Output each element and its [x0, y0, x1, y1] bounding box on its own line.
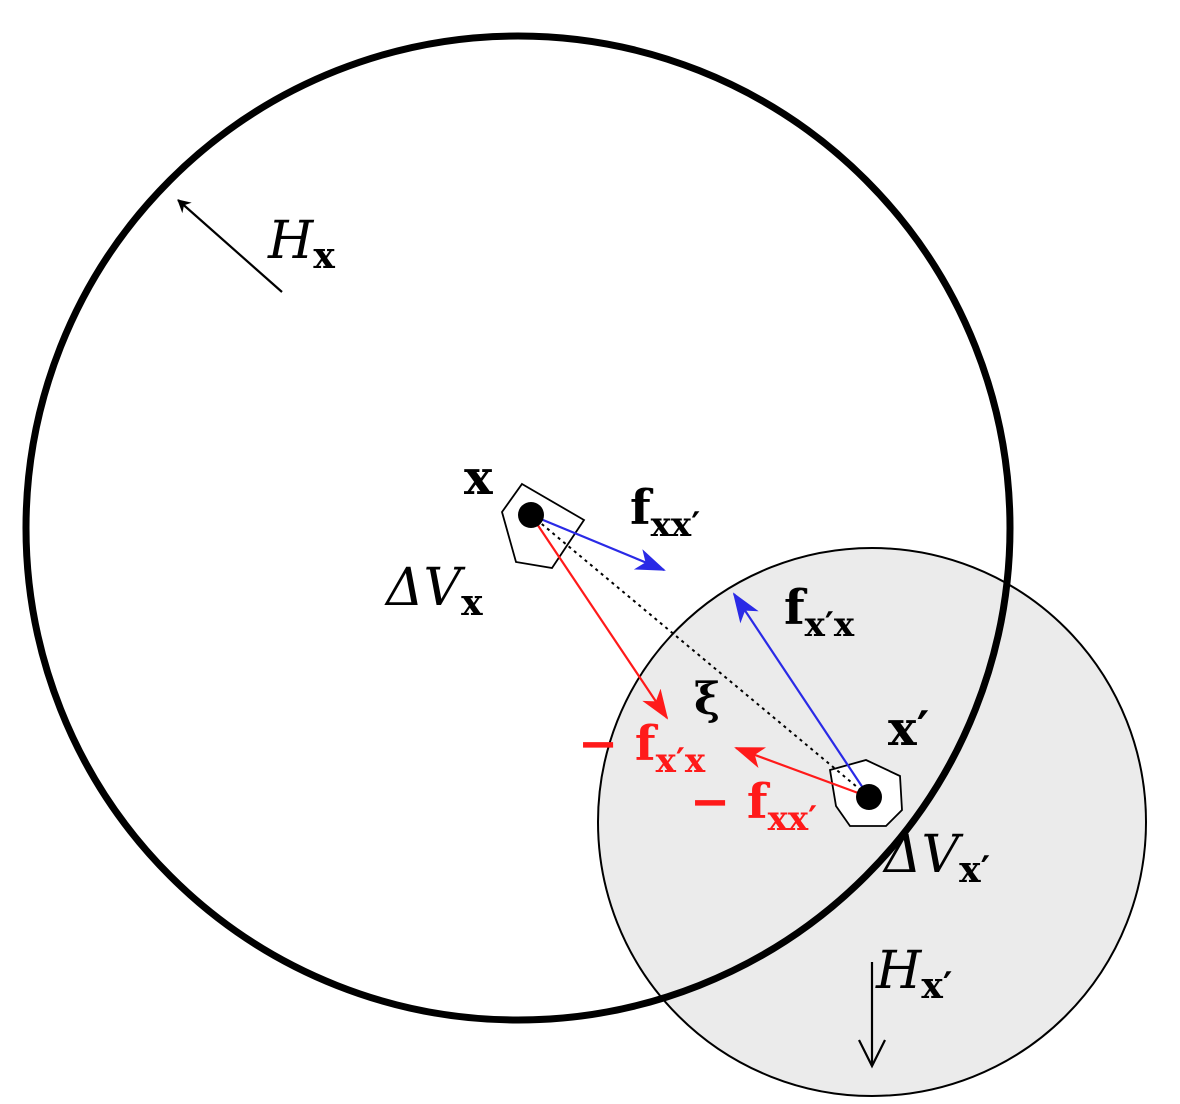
label-point-x: x: [464, 450, 493, 506]
label-horizon-x: Hx: [267, 211, 335, 277]
label-force-f-xpx: fx′x: [784, 580, 855, 645]
force-arrow-neg-f-xxp: [734, 746, 870, 799]
material-point-x: [518, 502, 544, 528]
horizon-radius-arrow-x: [177, 199, 283, 293]
force-arrow-neg-f-xpx: [530, 514, 669, 720]
label-horizon-x-prime: Hx′: [875, 941, 952, 1007]
force-arrow-f-xpx: [732, 592, 870, 798]
label-force-neg-f-xxp: − fxx′: [690, 774, 817, 839]
label-point-x-prime: x′: [888, 701, 929, 757]
material-point-x-prime: [856, 784, 882, 810]
bond-xi-line: [530, 514, 870, 798]
label-bond-xi: ξ: [694, 674, 720, 725]
label-force-f-xxp: fxx′: [630, 480, 700, 545]
label-volume-x-prime: ΔVx′: [882, 825, 990, 891]
horizon-circle-x: [22, 32, 1014, 1024]
force-arrow-f-xxp: [530, 513, 666, 572]
horizon-radius-arrowhead-x-prime: [858, 1039, 886, 1069]
label-force-neg-f-xpx: − fx′x: [578, 716, 706, 781]
label-volume-x: ΔVx: [384, 558, 483, 624]
